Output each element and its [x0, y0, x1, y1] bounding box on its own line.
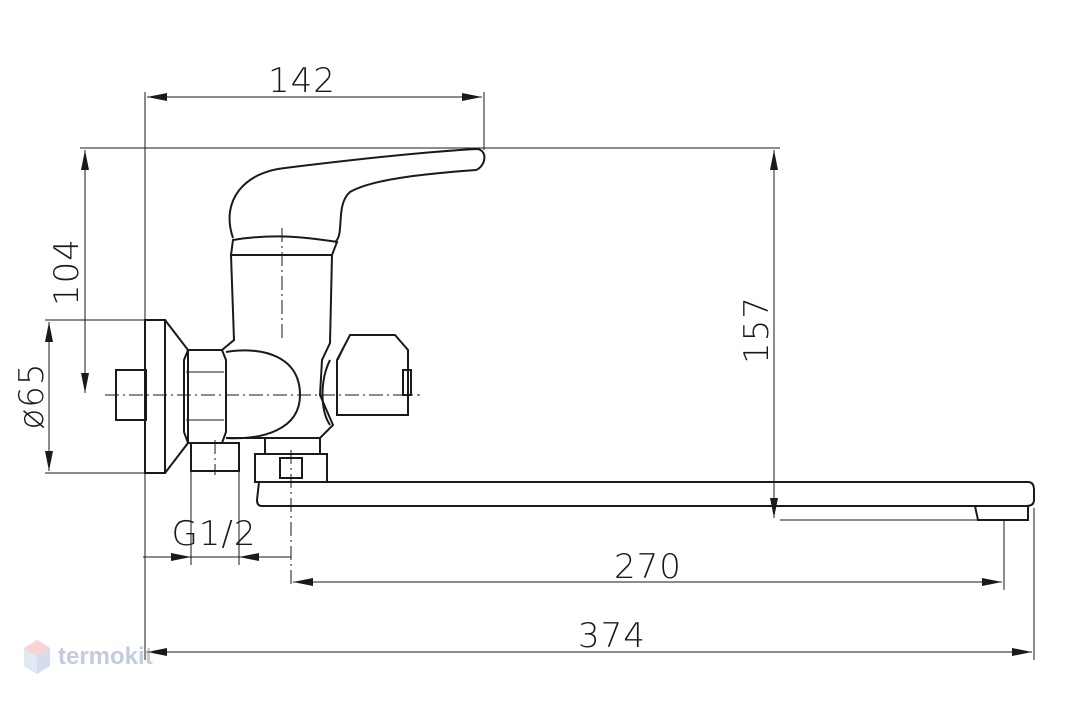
wall-flange — [144, 319, 166, 474]
dim-handle-height: 104 — [47, 238, 87, 306]
handle-cap — [229, 235, 339, 256]
diverter-knob — [336, 334, 409, 416]
lever-handle — [228, 147, 486, 243]
termokit-logo-icon — [24, 640, 50, 674]
aerator — [974, 505, 1029, 521]
dim-thread: G1/2 — [171, 514, 256, 554]
faucet-outline — [115, 147, 1035, 521]
body-bulge — [225, 349, 302, 440]
dim-total-length: 374 — [578, 616, 646, 656]
dimension-lines — [45, 93, 1032, 656]
dim-flange-diameter: ø65 — [12, 362, 52, 429]
watermark-text: termokit — [58, 643, 153, 670]
extension-lines — [45, 92, 1035, 660]
flange-cone — [164, 319, 189, 474]
hex-nut — [183, 349, 227, 444]
dim-spout-height: 157 — [737, 296, 777, 364]
spout-tube — [255, 481, 1035, 507]
watermark: termokit — [22, 638, 153, 676]
dim-overall-height: 142 — [268, 61, 336, 101]
valve-body — [221, 254, 335, 439]
dim-spout-reach: 270 — [614, 547, 682, 587]
spout-collar-top — [264, 437, 321, 455]
center-lines — [105, 228, 420, 585]
